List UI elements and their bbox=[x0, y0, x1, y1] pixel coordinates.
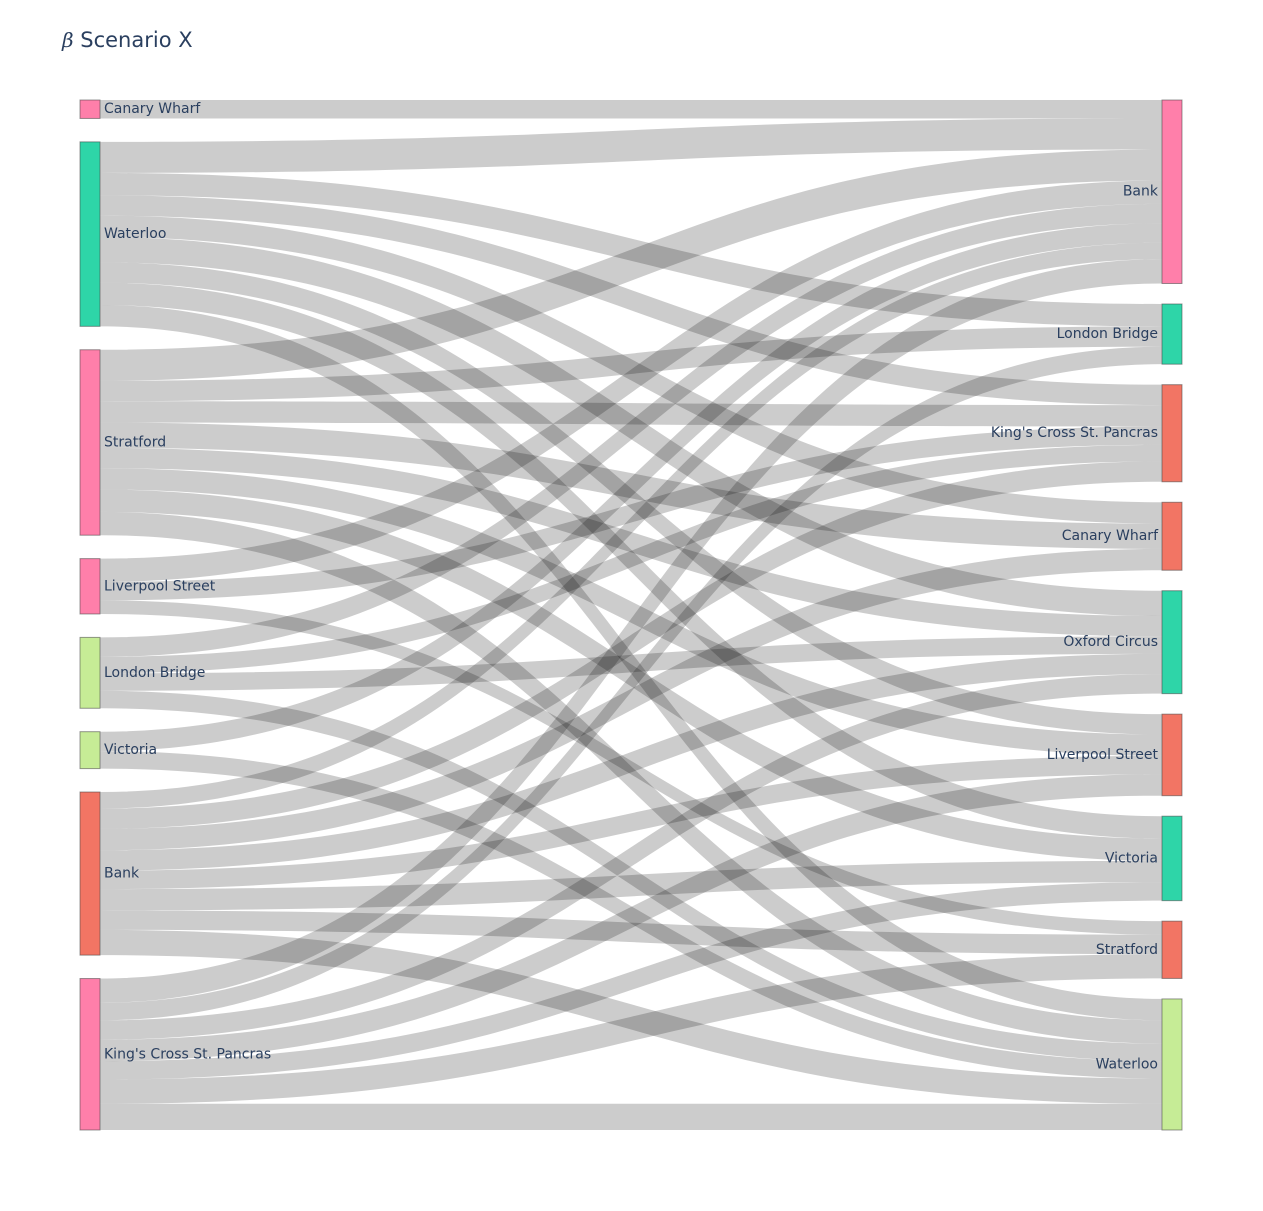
target-label-victoria: Victoria bbox=[1105, 850, 1158, 866]
link-waterloo-to-canary-wharf[interactable] bbox=[100, 215, 1162, 524]
link-liverpool-street-to-bank[interactable] bbox=[100, 180, 1162, 582]
link-stratford-to-liverpool-street[interactable] bbox=[100, 468, 1162, 756]
link-victoria-to-waterloo[interactable] bbox=[100, 751, 1162, 1079]
link-king-s-cross-st-pancras-to-bank[interactable] bbox=[100, 259, 1162, 1003]
link-waterloo-to-waterloo[interactable] bbox=[100, 304, 1162, 1021]
link-waterloo-to-oxford-circus[interactable] bbox=[100, 237, 1162, 616]
link-liverpool-street-to-stratford[interactable] bbox=[100, 600, 1162, 935]
link-bank-to-king-s-cross-st-pancras[interactable] bbox=[100, 461, 1162, 829]
source-node-bank[interactable] bbox=[79, 791, 101, 956]
link-bank-to-waterloo[interactable] bbox=[100, 929, 1162, 1104]
title-symbol: β bbox=[62, 28, 74, 52]
source-label-liverpool-street: Liverpool Street bbox=[104, 578, 216, 594]
source-label-bank: Bank bbox=[104, 866, 140, 882]
link-stratford-to-london-bridge[interactable] bbox=[100, 326, 1162, 402]
source-label-victoria: Victoria bbox=[104, 742, 157, 758]
link-stratford-to-canary-wharf[interactable] bbox=[100, 422, 1162, 549]
target-node-victoria[interactable] bbox=[1161, 815, 1183, 902]
target-node-london-bridge[interactable] bbox=[1161, 303, 1183, 365]
target-node-stratford[interactable] bbox=[1161, 920, 1183, 979]
link-king-s-cross-st-pancras-to-oxford-circus[interactable] bbox=[100, 674, 1162, 1040]
source-label-stratford: Stratford bbox=[104, 434, 166, 450]
link-waterloo-to-bank[interactable] bbox=[100, 118, 1162, 173]
link-liverpool-street-to-king-s-cross-st-pancras[interactable] bbox=[100, 426, 1162, 601]
target-label-liverpool-street: Liverpool Street bbox=[1047, 747, 1159, 763]
chart-title: β Scenario X bbox=[62, 28, 193, 52]
target-node-liverpool-street[interactable] bbox=[1161, 713, 1183, 797]
link-waterloo-to-victoria[interactable] bbox=[100, 282, 1162, 839]
source-node-king-s-cross-st-pancras[interactable] bbox=[79, 978, 101, 1131]
link-london-bridge-to-king-s-cross-st-pancras[interactable] bbox=[100, 444, 1162, 674]
title-text: Scenario X bbox=[80, 28, 193, 52]
target-label-king-s-cross-st-pancras: King's Cross St. Pancras bbox=[991, 425, 1158, 441]
link-bank-to-victoria[interactable] bbox=[100, 860, 1162, 911]
target-node-king-s-cross-st-pancras[interactable] bbox=[1161, 384, 1183, 483]
link-stratford-to-oxford-circus[interactable] bbox=[100, 447, 1162, 637]
link-bank-to-bank[interactable] bbox=[100, 242, 1162, 809]
target-label-waterloo: Waterloo bbox=[1096, 1056, 1158, 1072]
link-king-s-cross-st-pancras-to-liverpool-street[interactable] bbox=[100, 774, 1162, 1062]
source-node-waterloo[interactable] bbox=[79, 141, 101, 327]
target-label-canary-wharf: Canary Wharf bbox=[1062, 528, 1159, 544]
source-label-canary-wharf: Canary Wharf bbox=[104, 101, 201, 117]
link-london-bridge-to-bank[interactable] bbox=[100, 203, 1162, 657]
link-king-s-cross-st-pancras-to-waterloo[interactable] bbox=[100, 1103, 1162, 1130]
link-victoria-to-bank[interactable] bbox=[100, 223, 1162, 752]
target-node-bank[interactable] bbox=[1161, 99, 1183, 284]
link-bank-to-oxford-circus[interactable] bbox=[100, 653, 1162, 871]
link-london-bridge-to-waterloo[interactable] bbox=[100, 690, 1162, 1062]
source-node-london-bridge[interactable] bbox=[79, 636, 101, 709]
target-node-canary-wharf[interactable] bbox=[1161, 501, 1183, 571]
link-bank-to-liverpool-street[interactable] bbox=[100, 755, 1162, 890]
link-bank-to-stratford[interactable] bbox=[100, 910, 1162, 955]
target-label-oxford-circus: Oxford Circus bbox=[1063, 634, 1158, 650]
target-node-oxford-circus[interactable] bbox=[1161, 590, 1183, 695]
target-label-london-bridge: London Bridge bbox=[1057, 326, 1158, 342]
links-layer bbox=[100, 100, 1162, 1130]
target-node-waterloo[interactable] bbox=[1161, 998, 1183, 1131]
target-label-bank: Bank bbox=[1123, 184, 1159, 200]
link-king-s-cross-st-pancras-to-stratford[interactable] bbox=[100, 954, 1162, 1104]
source-label-london-bridge: London Bridge bbox=[104, 665, 205, 681]
source-node-stratford[interactable] bbox=[79, 349, 101, 536]
link-king-s-cross-st-pancras-to-london-bridge[interactable] bbox=[100, 346, 1162, 1021]
link-canary-wharf-to-bank[interactable] bbox=[100, 100, 1162, 119]
source-node-liverpool-street[interactable] bbox=[79, 558, 101, 615]
link-stratford-to-king-s-cross-st-pancras[interactable] bbox=[100, 401, 1162, 427]
link-waterloo-to-london-bridge[interactable] bbox=[100, 172, 1162, 327]
link-king-s-cross-st-pancras-to-victoria[interactable] bbox=[100, 882, 1162, 1080]
source-node-victoria[interactable] bbox=[79, 731, 101, 770]
source-node-canary-wharf[interactable] bbox=[79, 99, 101, 119]
target-label-stratford: Stratford bbox=[1096, 942, 1158, 958]
link-waterloo-to-liverpool-street[interactable] bbox=[100, 262, 1162, 735]
link-stratford-to-bank[interactable] bbox=[100, 149, 1162, 381]
source-label-waterloo: Waterloo bbox=[104, 226, 166, 242]
link-bank-to-canary-wharf[interactable] bbox=[100, 548, 1162, 851]
link-london-bridge-to-oxford-circus[interactable] bbox=[100, 636, 1162, 691]
link-stratford-to-waterloo[interactable] bbox=[100, 511, 1162, 1044]
source-label-king-s-cross-st-pancras: King's Cross St. Pancras bbox=[104, 1046, 271, 1062]
nodes-layer bbox=[79, 99, 1183, 1131]
link-stratford-to-victoria[interactable] bbox=[100, 489, 1162, 861]
link-waterloo-to-king-s-cross-st-pancras[interactable] bbox=[100, 195, 1162, 406]
